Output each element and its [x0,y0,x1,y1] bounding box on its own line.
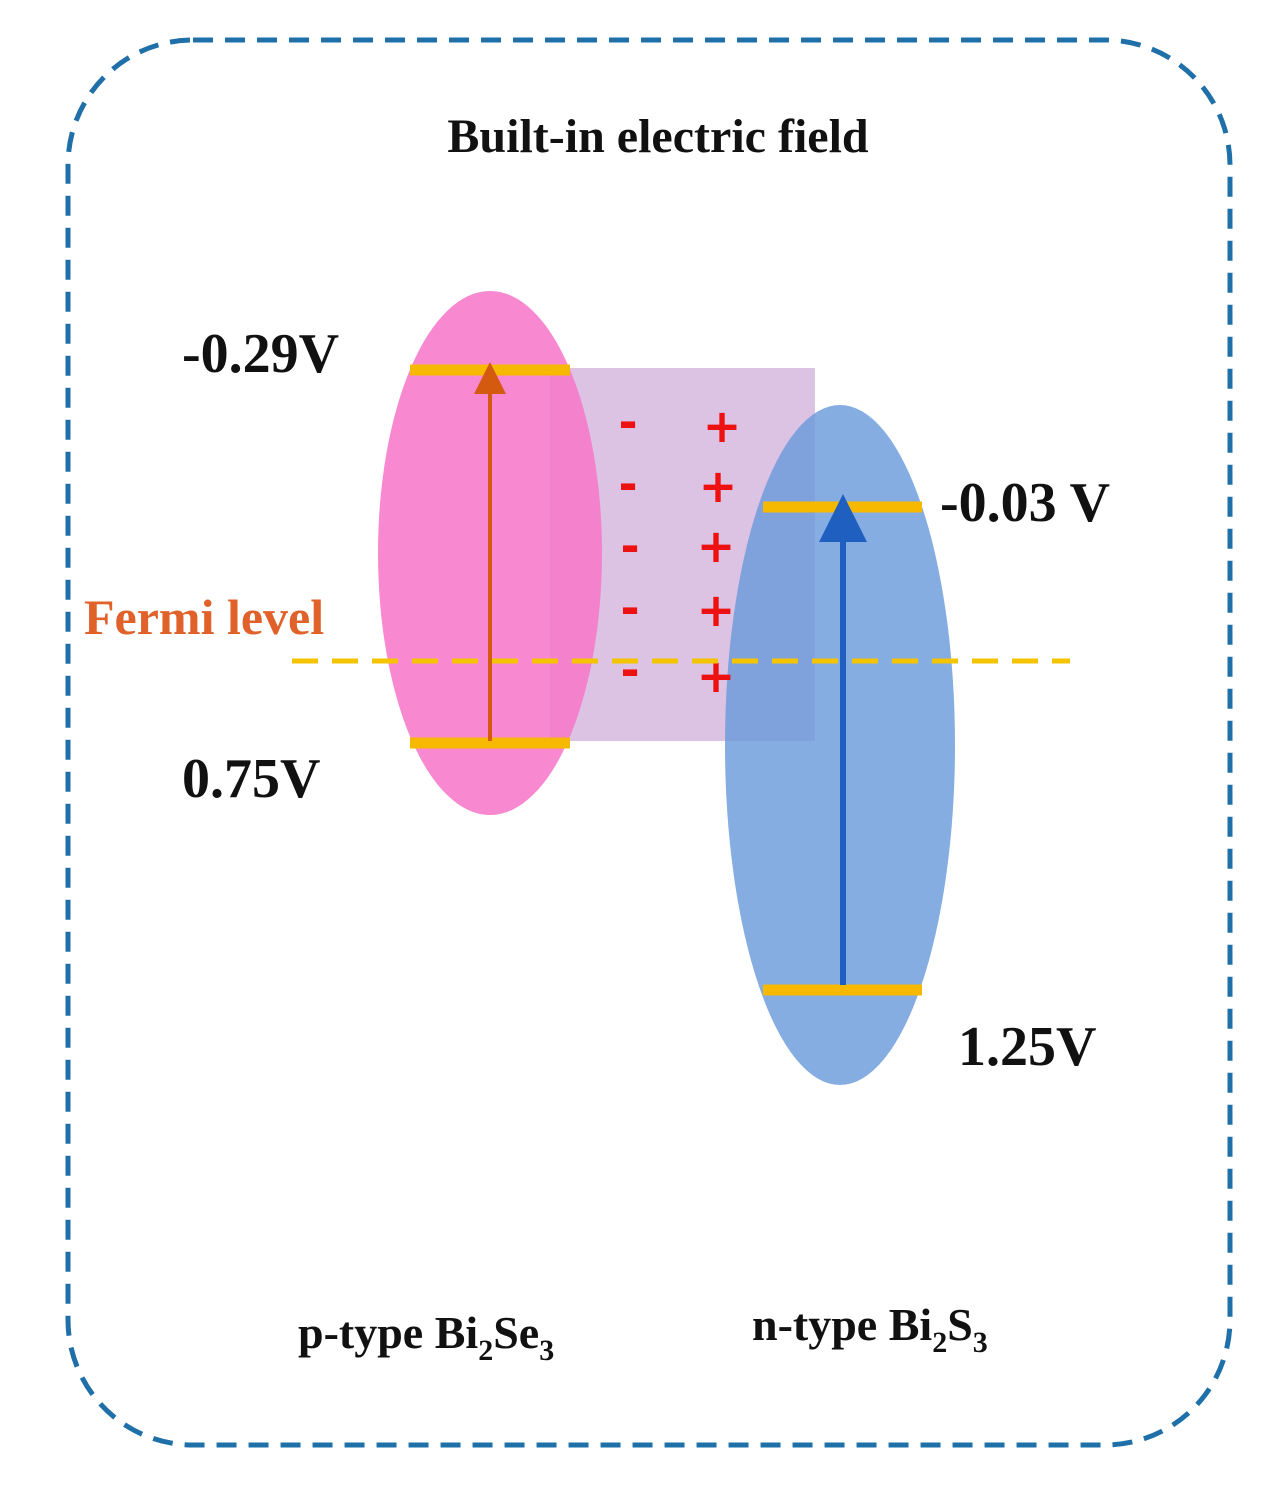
p-cb-potential: -0.29V [182,323,339,385]
minus-charge: - [618,457,637,511]
plus-charge: + [697,583,736,637]
minus-charge: - [620,581,639,635]
p-type-label: p-type Bi2Se3 [298,1307,554,1367]
plus-charge: + [703,399,742,453]
space-charges: - + - + - + - + - + [618,395,741,703]
p-vb-potential: 0.75V [182,748,320,810]
plus-charge: + [699,459,738,513]
diagram-title: Built-in electric field [447,110,869,163]
minus-charge: - [620,519,639,573]
minus-charge: - [620,643,639,697]
fermi-level-label: Fermi level [84,589,324,645]
n-vb-potential: 1.25V [958,1016,1096,1078]
dashed-frame [65,37,1233,1448]
n-type-label: n-type Bi2S3 [752,1299,988,1359]
n-cb-potential: -0.03 V [940,472,1110,534]
minus-charge: - [618,395,637,449]
plus-charge: + [697,649,736,703]
plus-charge: + [697,519,736,573]
